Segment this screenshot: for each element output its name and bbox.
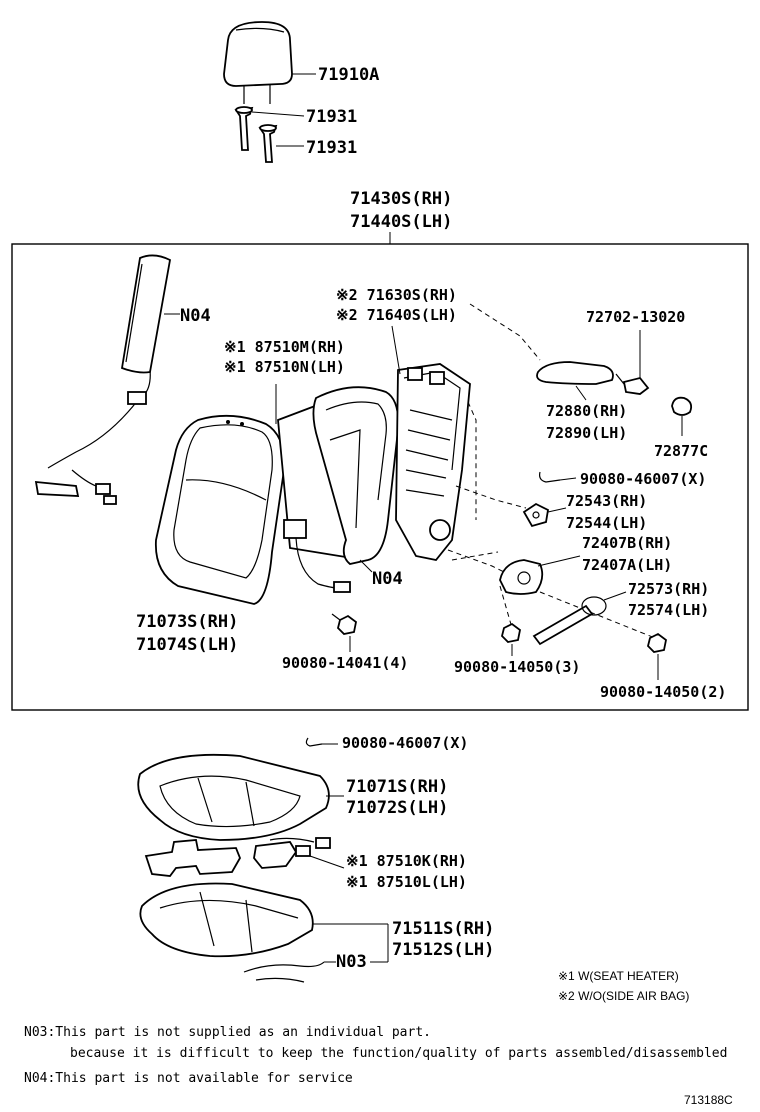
clip-seatback-label: 90080-46007(X) [580, 470, 706, 488]
recliner-lever-illustration [536, 361, 693, 416]
cushion-pad-rh-label: 71511S(RH) [392, 919, 494, 939]
headrest-part-number: 71910A [318, 65, 379, 85]
hinge-rh-label: 72543(RH) [566, 492, 647, 510]
bolt-14050-2-illustration [647, 632, 667, 653]
footnote-n03-line2: because it is difficult to keep the func… [70, 1046, 727, 1061]
footnote-n04: N04:This part is not available for servi… [24, 1071, 353, 1086]
seatback-pad-n04-label: N04 [372, 569, 403, 589]
bolt-14041-illustration [331, 613, 357, 635]
seatback-heater-rh-label: ※1 87510M(RH) [224, 338, 345, 356]
seatback-frame-lh-label: ※2 71640S(LH) [336, 306, 457, 324]
lever-lh-label: 72890(LH) [546, 424, 627, 442]
seatback-frame-rh-label: ※2 71630S(RH) [336, 286, 457, 304]
cover-plate-illustration [532, 596, 607, 646]
headrest-illustration [223, 21, 293, 163]
cushion-heater-illustration [144, 837, 331, 877]
bolt-14050-2-label: 90080-14050(2) [600, 683, 726, 701]
cover-plate-lh-label: 72574(LH) [628, 601, 709, 619]
diagram-id: 713188C [684, 1093, 733, 1107]
cushion-pad-lh-label: 71512S(LH) [392, 940, 494, 960]
bolt-14041-label: 90080-14041(4) [282, 654, 408, 672]
bolt-14050-3-illustration [501, 622, 521, 643]
side-airbag-illustration [34, 254, 172, 505]
clip-seatback-illustration [539, 471, 561, 483]
cushion-cover-lh-label: 71072S(LH) [346, 798, 448, 818]
seatback-heater-lh-label: ※1 87510N(LH) [224, 358, 345, 376]
seatback-frame-illustration [395, 363, 471, 561]
footnote-n03-line1: N03:This part is not supplied as an indi… [24, 1025, 431, 1040]
headrest-support-part-number-2: 71931 [306, 138, 357, 158]
cushion-cover-illustration [137, 753, 330, 841]
seatback-cover-rh-label: 71073S(RH) [136, 612, 238, 632]
hinge-lh-label: 72544(LH) [566, 514, 647, 532]
clip-cushion-illustration [305, 737, 323, 747]
recliner-lh-label: 72407A(LH) [582, 556, 672, 574]
seatback-cover-lh-label: 71074S(LH) [136, 635, 238, 655]
cushion-cover-rh-label: 71071S(RH) [346, 777, 448, 797]
seatback-cover-illustration [155, 414, 286, 605]
cushion-heater-rh-label: ※1 87510K(RH) [346, 852, 467, 870]
side-airbag-label: N04 [180, 306, 211, 326]
headrest-support-part-number: 71931 [306, 107, 357, 127]
lever-screw-label: 72702-13020 [586, 308, 685, 326]
lever-rh-label: 72880(RH) [546, 402, 627, 420]
legend-note-2: ※2 W/O(SIDE AIR BAG) [558, 989, 689, 1003]
cushion-heater-lh-label: ※1 87510L(LH) [346, 873, 467, 891]
clip-cushion-label: 90080-46007(X) [342, 734, 468, 752]
hinge-cover-illustration [522, 502, 549, 528]
cover-plate-rh-label: 72573(RH) [628, 580, 709, 598]
recliner-rh-label: 72407B(RH) [582, 534, 672, 552]
seatback-assembly-lh-label: 71440S(LH) [350, 212, 452, 232]
cushion-pad-n03-label: N03 [336, 952, 367, 972]
seatback-group-frame [11, 243, 749, 711]
bolt-14050-3-label: 90080-14050(3) [454, 658, 580, 676]
cushion-pad-illustration [139, 882, 325, 983]
seatback-assembly-rh-label: 71430S(RH) [350, 189, 452, 209]
lever-cap-label: 72877C [654, 442, 708, 460]
recliner-cover-illustration [499, 559, 544, 595]
legend-note-1: ※1 W(SEAT HEATER) [558, 969, 679, 983]
seatback-pad-illustration [312, 386, 400, 565]
